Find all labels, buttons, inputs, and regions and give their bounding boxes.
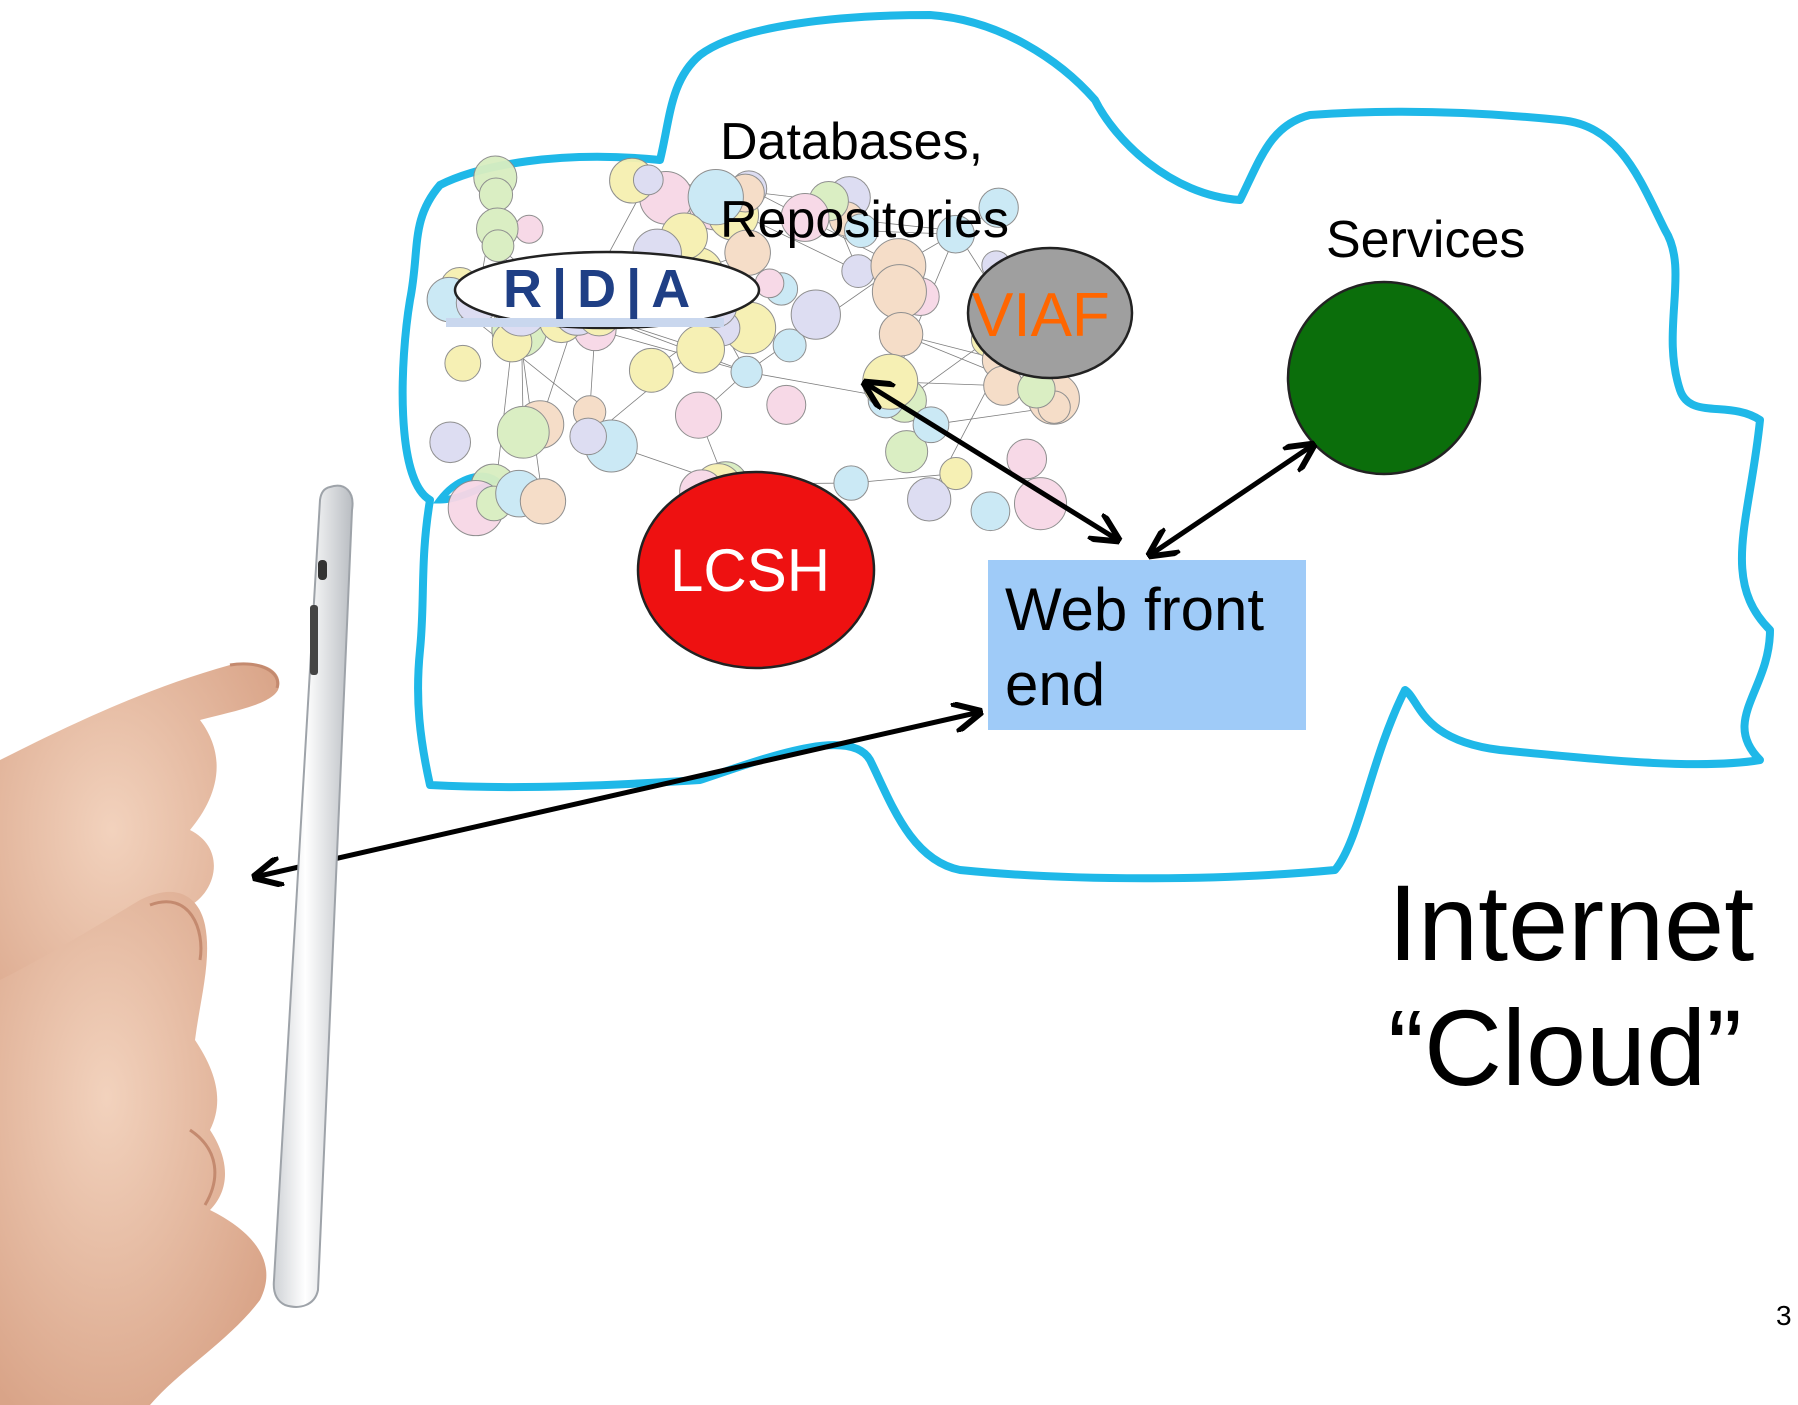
network-node <box>687 169 744 226</box>
network-node <box>878 311 924 357</box>
hand-tablet-illustration <box>0 484 354 1405</box>
network-node <box>907 477 952 522</box>
network-node <box>841 254 876 288</box>
network-node <box>871 264 927 320</box>
services-label: Services <box>1326 211 1526 269</box>
databases-label-line1: Databases, <box>720 113 984 171</box>
network-node <box>478 177 514 212</box>
lcsh-ellipse <box>636 470 876 670</box>
network-node <box>780 193 830 242</box>
web-front-end-box <box>988 560 1306 730</box>
network-node <box>496 405 550 459</box>
network-node <box>514 214 544 244</box>
arrow-webfrontend-services <box>1150 445 1313 555</box>
internet-cloud-label-line2: “Cloud” <box>1388 987 1743 1108</box>
network-node <box>730 355 763 389</box>
network-node <box>978 187 1019 228</box>
network-node <box>766 384 807 425</box>
network-node <box>632 164 664 196</box>
viaf-label: VIAF <box>972 281 1110 350</box>
databases-label-line2: Repositories <box>720 191 1010 249</box>
services-circle <box>1286 280 1482 476</box>
network-node <box>843 213 879 248</box>
web-front-end-line1: Web front <box>1005 576 1265 643</box>
network-node <box>674 391 723 439</box>
network-node <box>481 229 515 263</box>
arrow-tablet-webfrontend <box>255 712 980 877</box>
network-node <box>429 421 472 464</box>
arrow-webfrontend-databases <box>865 383 1118 540</box>
network-node <box>970 491 1011 532</box>
lcsh-label: LCSH <box>670 537 831 604</box>
network-node <box>772 328 807 363</box>
slide-number: 3 <box>1776 1300 1792 1331</box>
network-node <box>936 214 975 254</box>
network-node <box>519 478 567 525</box>
network-node <box>790 289 841 340</box>
network-node <box>569 417 607 456</box>
network-node <box>676 324 725 374</box>
rda-logo-text: R|D|A <box>503 259 701 319</box>
network-link <box>594 329 747 373</box>
internet-cloud-label-line1: Internet <box>1388 862 1755 983</box>
network-node <box>444 344 482 382</box>
web-front-end-line2: end <box>1005 651 1106 718</box>
network-node <box>833 465 869 501</box>
rda-logo <box>446 250 761 330</box>
network-node <box>628 347 674 393</box>
